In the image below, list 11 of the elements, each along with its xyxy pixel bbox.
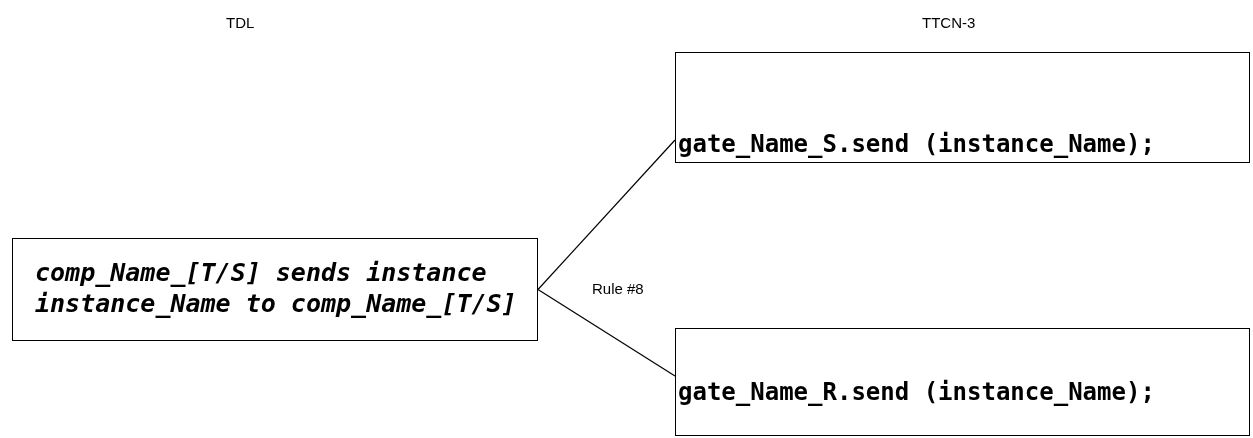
text-box	[675, 52, 1250, 163]
column-heading: TDL	[226, 14, 255, 31]
code-text: comp_Name_[T/S] sends instance instance_Name to comp_Name_[T/S]	[35, 257, 518, 320]
connector-line	[537, 139, 676, 291]
text-box	[675, 328, 1250, 436]
text-box	[12, 238, 538, 341]
code-text: gate_Name_S.send (instance_Name);	[678, 129, 1156, 159]
column-heading: TTCN-3	[922, 14, 976, 31]
connector-line	[537, 288, 676, 377]
code-text: gate_Name_R.send (instance_Name);	[678, 377, 1156, 407]
rule-label: Rule #8	[592, 280, 644, 297]
